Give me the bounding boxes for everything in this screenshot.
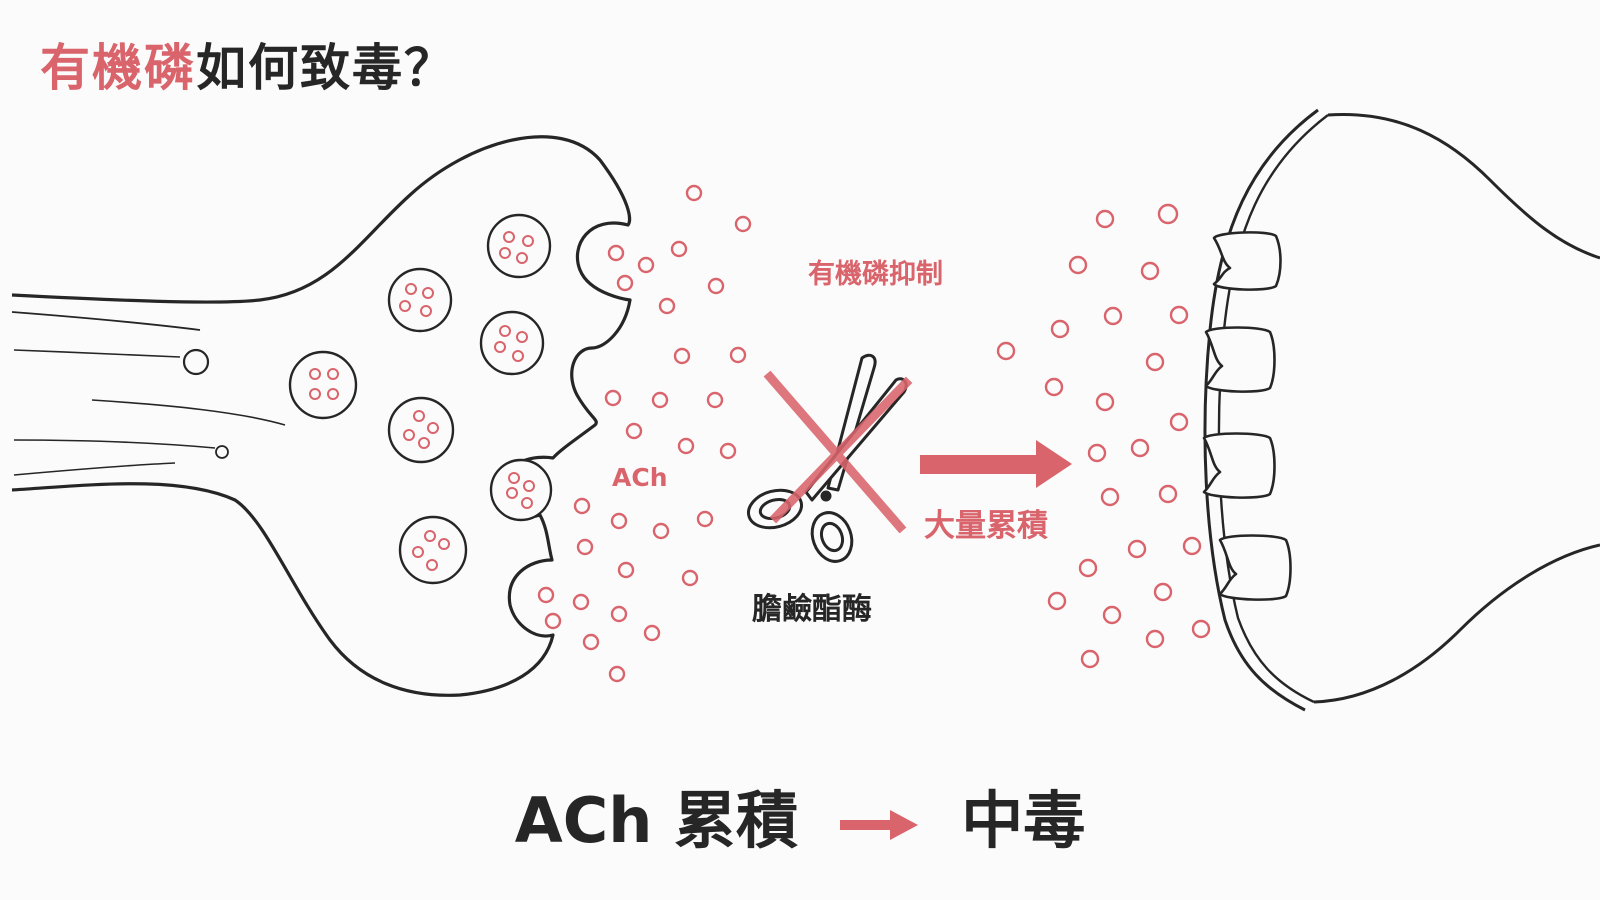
vesicle — [479, 310, 545, 376]
title-highlight: 有機磷 — [40, 39, 196, 97]
conclusion-arrow-icon — [839, 809, 918, 840]
vesicle — [387, 396, 455, 464]
postsynaptic-membrane — [1203, 108, 1319, 712]
vesicle — [387, 267, 453, 333]
presynaptic-terminal — [11, 135, 632, 697]
conclusion-right: 中毒 — [961, 784, 1086, 857]
conclusion: ACh 累積 中毒 — [0, 770, 1600, 860]
inhibit-label: 有機磷抑制 — [808, 259, 943, 290]
conclusion-left: ACh 累積 — [514, 784, 798, 857]
axon-line — [11, 311, 201, 331]
vesicle — [489, 458, 553, 522]
axon-node — [215, 445, 229, 459]
postsynaptic-cell-outline — [1327, 112, 1600, 260]
axon-line — [91, 399, 286, 426]
ach-label: ACh — [612, 463, 668, 492]
axon-line — [13, 439, 216, 449]
postsynaptic-membrane-inner — [1217, 114, 1329, 704]
axon-node — [182, 348, 210, 376]
postsynaptic-cell-outline — [1313, 543, 1600, 704]
accumulation-arrow-icon — [920, 440, 1072, 488]
axon-line — [13, 462, 176, 476]
receptor — [1202, 432, 1276, 499]
vesicle — [288, 350, 358, 420]
vesicle — [486, 213, 552, 279]
ach-molecules-accumulated — [996, 203, 1211, 669]
receptor — [1204, 326, 1276, 393]
page-title: 有機磷如何致毒？ — [40, 28, 456, 100]
ach-molecules-left — [537, 184, 752, 683]
vesicle — [398, 515, 468, 585]
axon-line — [13, 349, 181, 358]
inhibition-x-icon — [763, 370, 913, 534]
receptor — [1218, 534, 1292, 601]
title-rest: 如何致毒？ — [196, 39, 456, 97]
receptor — [1212, 231, 1282, 291]
accumulate-label: 大量累積 — [924, 508, 1048, 544]
enzyme-label: 膽鹼酯酶 — [752, 592, 872, 627]
